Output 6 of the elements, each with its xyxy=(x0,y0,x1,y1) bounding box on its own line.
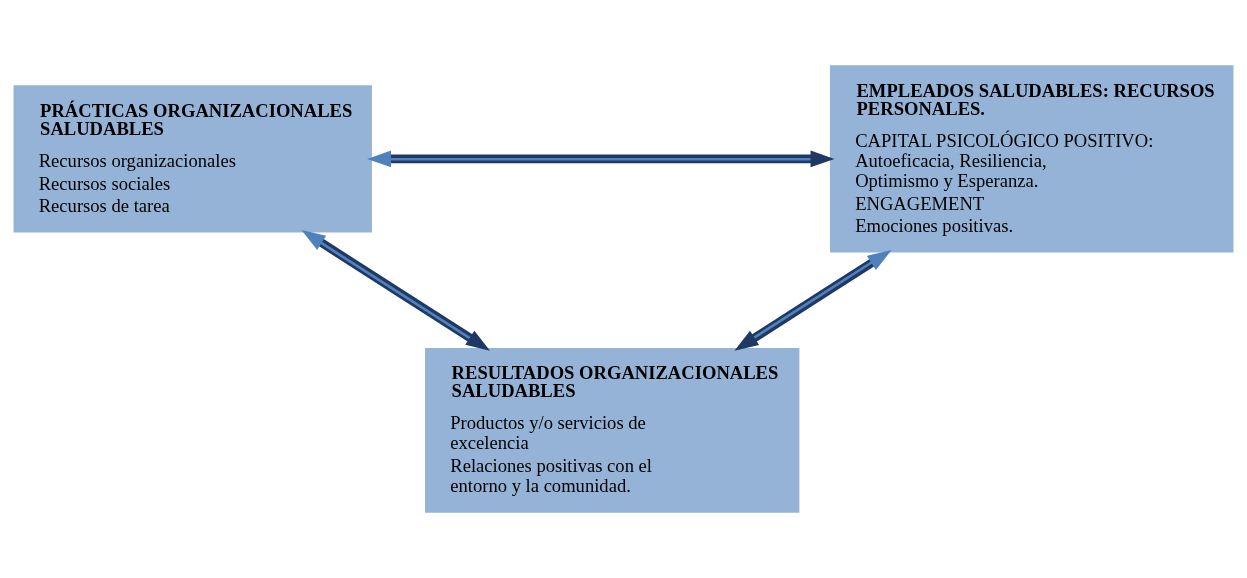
arrow xyxy=(734,250,892,351)
node-box: RESULTADOS ORGANIZACIONALES SALUDABLES Productos y/o servicios de excelencia Relaciones positivas con el entorno y la comunidad. xyxy=(425,348,800,513)
arrow xyxy=(367,150,835,168)
arrow xyxy=(301,229,490,351)
node-box: EMPLEADOS SALUDABLES: RECURSOS PERSONALES. CAPITAL PSICOLÓGICO POSITIVO: Autoeficacia, Resiliencia, Optimismo y Esperanza. ENGAGEMENT Emociones positivas. xyxy=(829,65,1234,253)
node-box: PRÁCTICAS ORGANIZACIONALES SALUDABLES Recursos organizacionales Recursos sociales Recursos de tarea xyxy=(13,85,372,233)
